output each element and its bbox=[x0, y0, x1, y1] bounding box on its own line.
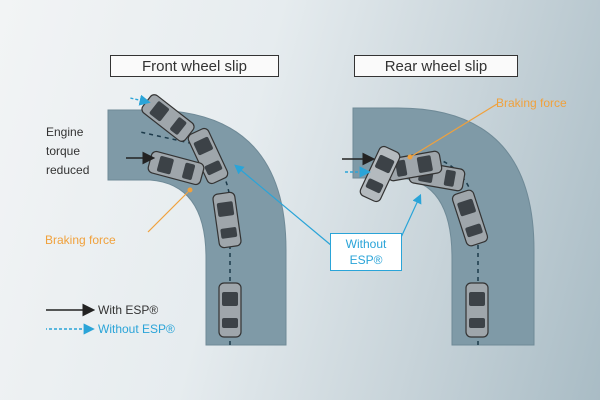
without-esp-pointer-left bbox=[234, 164, 333, 247]
rear-braking-dot bbox=[407, 154, 413, 160]
rear-wheel-slip-title: Rear wheel slip bbox=[354, 55, 518, 77]
engine-torque-label: Engine torque reduced bbox=[46, 123, 89, 180]
engine-line-1: Engine bbox=[46, 125, 84, 139]
front-without-esp-arrow bbox=[129, 94, 151, 106]
front-braking-dot bbox=[187, 187, 193, 193]
car-rear-5 bbox=[359, 145, 401, 203]
car-front-3 bbox=[187, 127, 229, 185]
engine-line-3: reduced bbox=[46, 163, 90, 177]
car-front-2 bbox=[212, 191, 242, 249]
legend-without-esp-label: Without ESP® bbox=[98, 322, 175, 336]
rear-road bbox=[352, 107, 535, 346]
front-braking-pointer bbox=[147, 191, 189, 233]
rear-braking-force-label: Braking force bbox=[496, 96, 567, 110]
without-esp-line-2: ESP® bbox=[349, 253, 383, 267]
car-front-1 bbox=[218, 282, 242, 338]
rear-braking-pointer bbox=[411, 103, 498, 157]
without-esp-line-1: Without bbox=[345, 237, 387, 251]
engine-line-2: torque bbox=[46, 144, 81, 158]
front-braking-force-label: Braking force bbox=[45, 233, 116, 247]
car-rear-1 bbox=[465, 282, 489, 338]
without-esp-callout: Without ESP® bbox=[330, 233, 402, 271]
front-wheel-slip-title: Front wheel slip bbox=[110, 55, 279, 77]
car-rear-4 bbox=[385, 150, 443, 182]
car-rear-2 bbox=[451, 189, 489, 247]
legend-with-esp-label: With ESP® bbox=[98, 303, 159, 317]
